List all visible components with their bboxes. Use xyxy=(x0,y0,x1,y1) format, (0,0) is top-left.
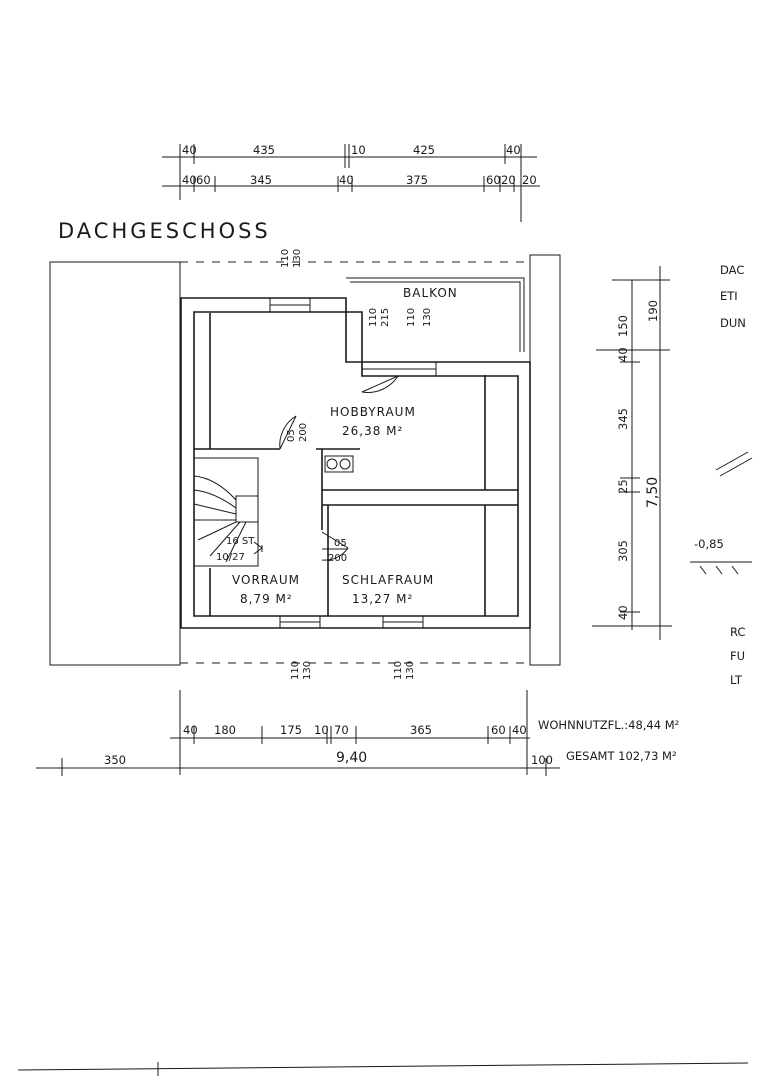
top2-dim-8: 20 xyxy=(522,173,537,187)
bottom-dim-2: 180 xyxy=(214,723,236,737)
ground-hatching xyxy=(690,561,752,575)
door-hobby-1: 05 xyxy=(286,429,297,442)
room-schlaf-label: SCHLAFRAUM xyxy=(342,573,434,587)
door-hobby-2: 200 xyxy=(298,423,309,442)
room-vorraum-label: VORRAUM xyxy=(232,573,300,587)
right-dim-190: 190 xyxy=(646,300,660,322)
top-dim-5: 40 xyxy=(506,143,521,157)
top2-dim-1: 40 xyxy=(182,173,197,187)
total-width: 9,40 xyxy=(336,750,367,766)
right-dim-345: 345 xyxy=(616,408,630,430)
room-hobby-label: HOBBYRAUM xyxy=(330,405,416,419)
window-top-height: 130 xyxy=(292,249,303,268)
stair-steps: 16 ST xyxy=(226,536,255,547)
top-dimension-chain xyxy=(162,144,540,222)
room-hobby-area: 26,38 M² xyxy=(342,424,403,438)
right-dimension-chain xyxy=(592,266,672,640)
bottom-dim-1: 40 xyxy=(183,723,198,737)
roof-outline xyxy=(49,254,561,666)
side-text-5: FU xyxy=(730,649,745,663)
room-schlaf-area: 13,27 M² xyxy=(352,592,413,606)
top-dim-2: 435 xyxy=(253,143,275,157)
side-text-3: DUN xyxy=(720,316,746,330)
top2-dim-7: 20 xyxy=(501,173,516,187)
bottom-dimension-chain xyxy=(36,690,560,776)
right-dim-305: 305 xyxy=(616,540,630,562)
side-text-4: RC xyxy=(730,625,745,639)
side-text-6: LT xyxy=(730,673,743,687)
roof-hatching xyxy=(715,451,753,477)
balkon-door-3: 110 xyxy=(406,308,417,327)
right-dim-40a: 40 xyxy=(616,347,630,362)
bottom-dim-5: 70 xyxy=(334,723,349,737)
room-vorraum-area: 8,79 M² xyxy=(240,592,293,606)
top2-dim-5: 375 xyxy=(406,173,428,187)
right-dim-25: 25 xyxy=(616,479,630,494)
side-text-1: DAC xyxy=(720,263,744,277)
top2-dim-3: 345 xyxy=(250,173,272,187)
balkon-door-1: 110 xyxy=(368,308,379,327)
stair-ratio: 10/27 xyxy=(216,552,245,563)
left-offset: 350 xyxy=(104,753,126,767)
wohnnutzflaeche: WOHNNUTZFL.:48,44 M² xyxy=(538,718,679,732)
window-bl-1: 110 xyxy=(290,661,301,680)
room-balkon-label: BALKON xyxy=(403,286,458,300)
total-depth: 7,50 xyxy=(645,477,661,508)
sheet-border-line xyxy=(17,1062,749,1071)
door-schlaf-2: 200 xyxy=(328,553,347,564)
gesamtflaeche: GESAMT 102,73 M² xyxy=(566,749,677,763)
right-offset: 100 xyxy=(531,753,553,767)
bottom-dim-3: 175 xyxy=(280,723,302,737)
level-marker: -0,85 xyxy=(694,537,724,551)
bottom-dim-7: 60 xyxy=(491,723,506,737)
walls xyxy=(180,277,531,629)
top-dim-3: 10 xyxy=(351,143,366,157)
top-dim-1: 40 xyxy=(182,143,197,157)
window-br-1: 110 xyxy=(393,661,404,680)
right-dim-150: 150 xyxy=(616,315,630,337)
top-dim-4: 425 xyxy=(413,143,435,157)
window-top-width: 110 xyxy=(280,249,291,268)
side-text-2: ETI xyxy=(720,289,738,303)
top2-dim-4: 40 xyxy=(339,173,354,187)
bottom-dim-4: 10 xyxy=(314,723,329,737)
drawing-title: DACHGESCHOSS xyxy=(58,219,271,243)
right-dim-40b: 40 xyxy=(616,605,630,620)
balkon-door-4: 130 xyxy=(422,308,433,327)
top2-dim-6: 60 xyxy=(486,173,501,187)
window-bl-2: 130 xyxy=(302,661,313,680)
bottom-dim-8: 40 xyxy=(512,723,527,737)
window-br-2: 130 xyxy=(405,661,416,680)
door-schlaf-1: 05 xyxy=(334,538,347,549)
top2-dim-2: 60 xyxy=(196,173,211,187)
balkon-door-2: 215 xyxy=(380,308,391,327)
bottom-dim-6: 365 xyxy=(410,723,432,737)
